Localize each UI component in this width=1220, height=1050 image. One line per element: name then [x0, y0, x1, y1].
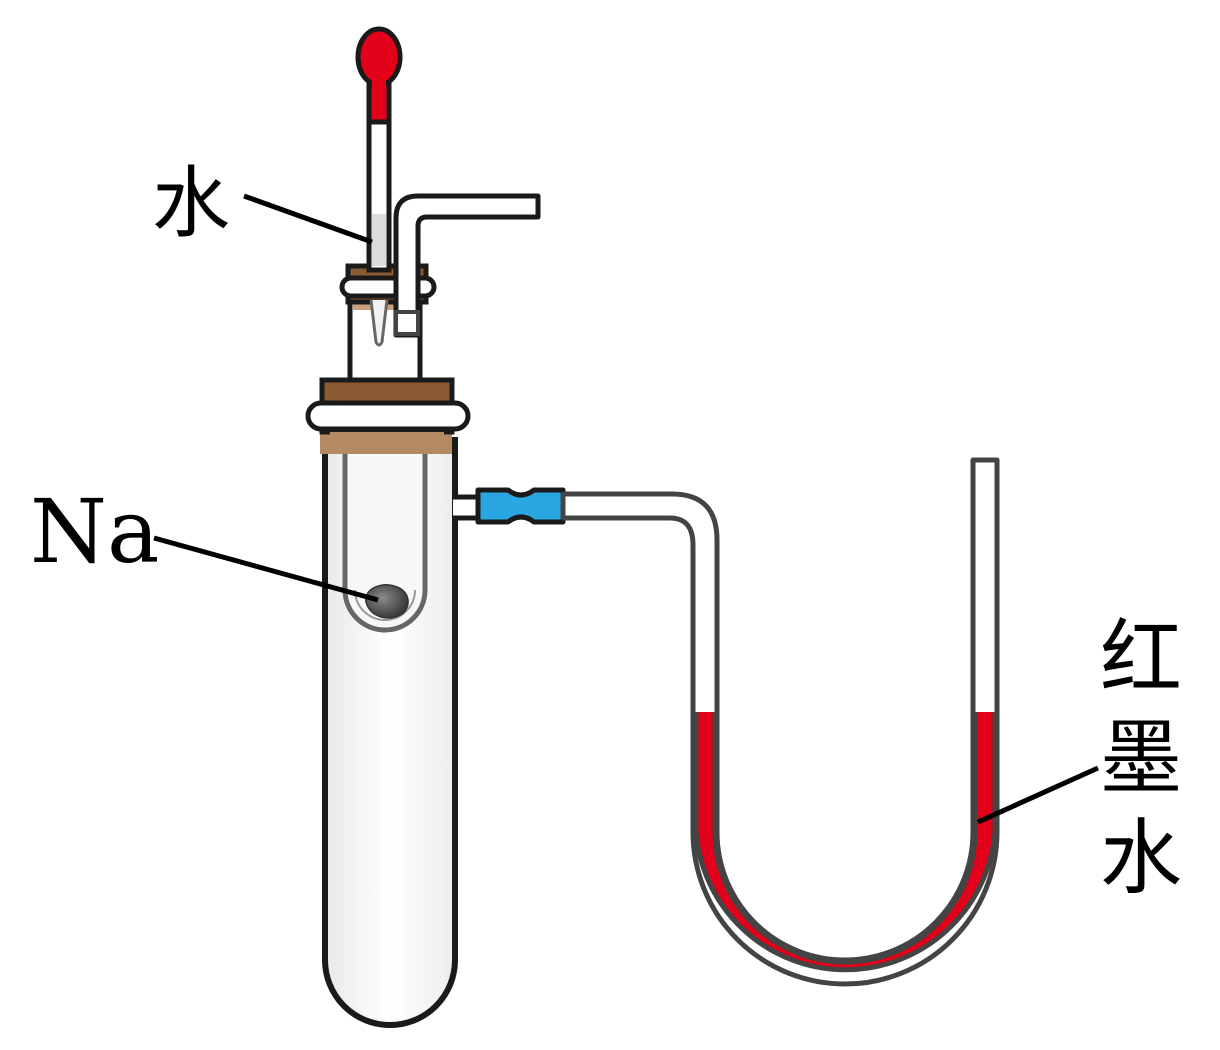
leader-line-sodium: [153, 535, 379, 603]
label-red-ink-3: 水: [1100, 811, 1182, 906]
main-rubber-stopper: [305, 377, 471, 454]
leader-line-red-ink: [976, 765, 1100, 825]
red-ink-liquid: [693, 712, 998, 973]
bent-outlet-tube: [393, 193, 541, 338]
rubber-connector: [475, 487, 566, 525]
dropper-pipette: [366, 119, 392, 347]
label-water: 水: [152, 159, 230, 249]
label-red-ink-1: 红: [1100, 611, 1182, 706]
label-sodium: Na: [30, 480, 159, 583]
u-tube: [560, 457, 1000, 987]
dropper-bulb: [355, 26, 403, 125]
label-red-ink-2: 墨: [1100, 711, 1182, 806]
inner-small-tube: [342, 452, 428, 633]
leader-line-water: [243, 193, 373, 245]
sodium-piece: [365, 584, 409, 619]
